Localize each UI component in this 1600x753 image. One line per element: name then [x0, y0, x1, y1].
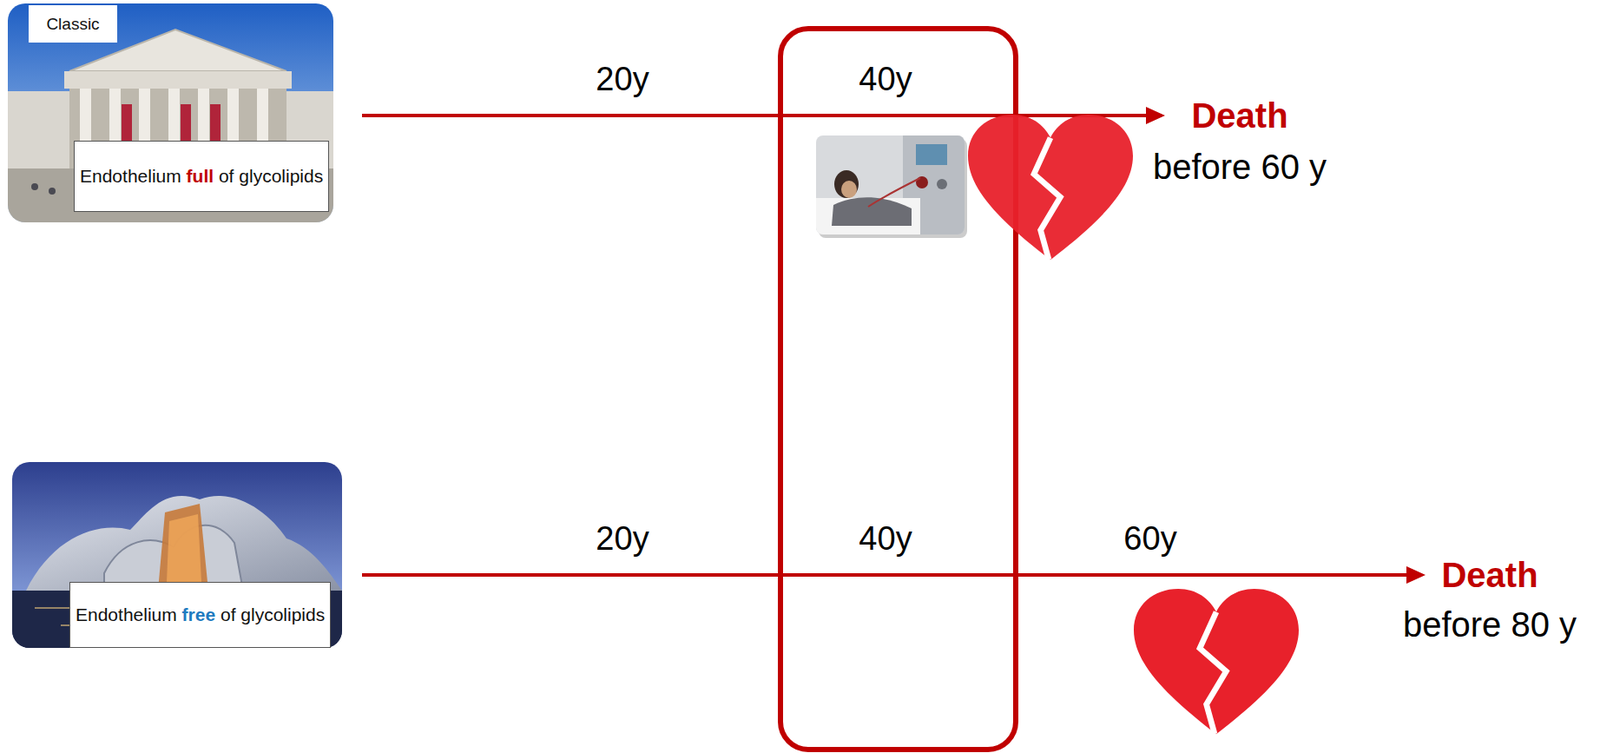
age-label: 40y: [858, 61, 912, 99]
text-word: Endothelium: [79, 165, 182, 186]
entablature: [64, 71, 292, 89]
text-word: full: [186, 165, 215, 186]
node-text: Endothelium full of glycolipids: [79, 164, 323, 188]
heart-shape: [967, 114, 1133, 260]
broken-heart: [1133, 588, 1299, 734]
heart-shape: [1133, 588, 1299, 734]
blood-line: [868, 177, 921, 207]
node-text: Classic: [46, 13, 99, 35]
text-word: free: [182, 604, 217, 625]
condition-box: Endothelium full of glycolipids: [73, 140, 330, 212]
pump: [936, 178, 948, 190]
category-tag: Classic: [28, 5, 118, 43]
patient-body: [831, 197, 912, 226]
titanium-shell: [26, 495, 343, 591]
machine-screen: [915, 144, 948, 165]
broken-heart: [967, 114, 1133, 260]
text-word: of: [220, 604, 237, 625]
text-word: glycolipids: [238, 165, 323, 186]
patient-head: [834, 170, 859, 198]
bed: [816, 197, 921, 235]
arrowhead: [1406, 566, 1426, 584]
dialysis-scene: [816, 135, 965, 235]
arrowhead: [1145, 106, 1166, 125]
sky: [12, 461, 343, 648]
timeline-arrow: [362, 113, 1150, 118]
death-label: Death: [1441, 555, 1538, 594]
death-age-label: before 80 y: [1402, 605, 1577, 644]
text-word: Endothelium: [75, 604, 178, 625]
death-age-label: before 60 y: [1152, 147, 1327, 186]
sky: [7, 3, 334, 223]
patient-face: [841, 180, 857, 198]
condition-box: Endothelium free of glycolipids: [69, 581, 331, 648]
age-label: 40y: [858, 520, 912, 558]
pump: [915, 176, 929, 189]
lit-atrium: [166, 513, 202, 582]
text-word: of: [218, 165, 235, 186]
timeline-arrow: [362, 572, 1410, 577]
age-label: 60y: [1123, 520, 1177, 558]
lit-atrium: [158, 503, 209, 591]
node-text: Endothelium free of glycolipids: [75, 603, 325, 626]
age-label: 20y: [595, 61, 649, 99]
text-word: glycolipids: [240, 604, 325, 625]
museum-photo: [7, 3, 334, 223]
heart-crack: [1033, 138, 1061, 261]
guggenheim-photo: [12, 461, 343, 648]
age-label: 20y: [595, 520, 649, 558]
dialysis-photo: [816, 135, 968, 238]
death-label: Death: [1191, 96, 1288, 135]
heart-crack: [1199, 612, 1226, 735]
photo-background: [816, 135, 965, 235]
